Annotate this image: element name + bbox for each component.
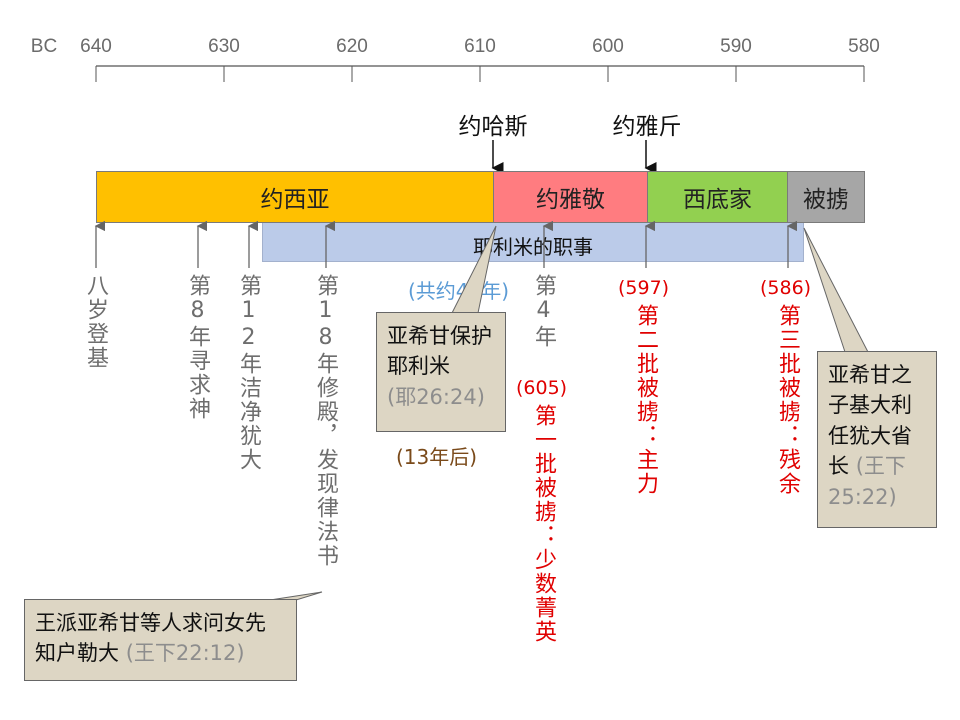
event-josiah-accession: 八岁登基: [83, 274, 108, 370]
event-seek-god: 第8年寻求神: [185, 274, 210, 421]
reign-jehoiakim-label: 约雅敬: [536, 187, 605, 213]
callout-gedaliah-ref: (王下25:22): [828, 454, 906, 509]
captivity-bar: 被掳: [787, 171, 865, 223]
reign-zedekiah-bar: 西底家: [647, 171, 788, 223]
callout-prophetess-text: 王派亚希甘等人求问女先知户勒大: [35, 611, 266, 666]
reign-josiah-bar: 约西亚: [96, 171, 494, 223]
callout-gedaliah-text: 亚希甘之子基大利任犹大省长: [828, 363, 912, 479]
axis-tick-label: 590: [720, 36, 752, 57]
event-fourth-year: 第4年: [531, 274, 556, 349]
axis-tick-label: 640: [80, 36, 112, 57]
first-exile-year: (605): [516, 377, 568, 399]
axis-era-label: BC: [30, 36, 58, 57]
third-exile-year: (586): [760, 277, 812, 299]
second-exile-year: (597): [618, 277, 670, 299]
king-jehoahaz-label: 约哈斯: [458, 114, 528, 140]
event-purge-judah: 第12年洁净犹大: [236, 274, 261, 472]
callout-ahikam-ref: (耶26:24): [387, 384, 485, 409]
event-repair-temple: 第18年修殿，发现律法书: [313, 274, 338, 568]
axis-tick-label: 580: [848, 36, 880, 57]
axis-tick-label: 610: [464, 36, 496, 57]
second-exile-desc: 第二批被掳：主力: [633, 304, 658, 496]
captivity-label: 被掳: [803, 187, 849, 213]
first-exile-desc: 第一批被掳：少数菁英: [531, 404, 556, 644]
reign-jehoiakim-bar: 约雅敬: [493, 171, 648, 223]
callout-prophetess-ref: (王下22:12): [125, 641, 245, 666]
timeline-axis: [95, 65, 865, 82]
axis-tick-label: 620: [336, 36, 368, 57]
king-jehoiachin-label: 约雅斤: [612, 114, 682, 140]
axis-tick-label: 630: [208, 36, 240, 57]
callout-prophetess: 王派亚希甘等人求问女先知户勒大 (王下22:12): [24, 599, 297, 681]
thirteen-years-later: (13年后): [396, 445, 478, 469]
reign-josiah-label: 约西亚: [260, 187, 330, 213]
callout-gedaliah: 亚希甘之子基大利任犹大省长 (王下25:22): [817, 351, 937, 528]
callout-ahikam: 亚希甘保护耶利米 (耶26:24): [376, 312, 506, 432]
callout-ahikam-text: 亚希甘保护耶利米: [387, 324, 492, 379]
reign-zedekiah-label: 西底家: [683, 187, 752, 213]
axis-tick-label: 600: [592, 36, 624, 57]
third-exile-desc: 第三批被掳：残余: [775, 304, 800, 496]
